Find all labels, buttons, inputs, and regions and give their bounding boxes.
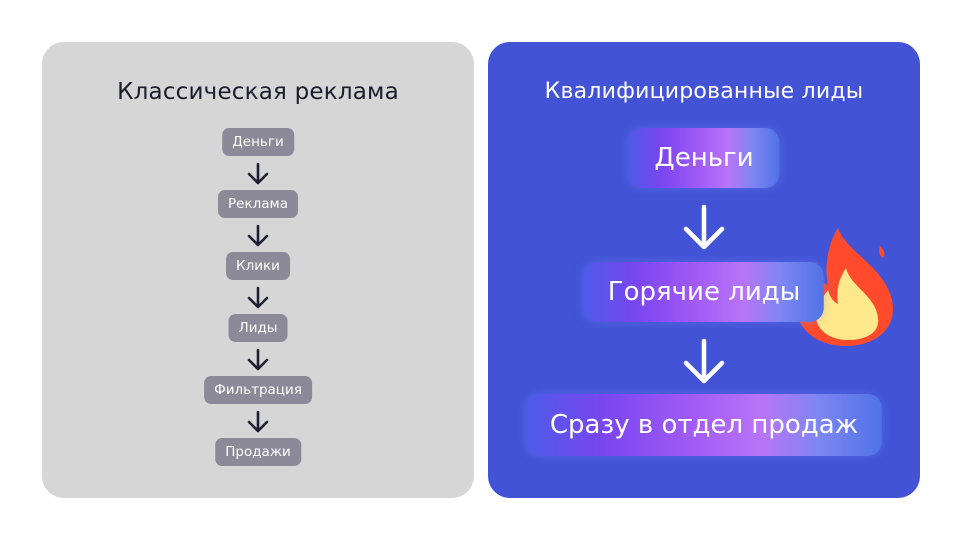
step-money-highlight: Деньги [628, 128, 780, 188]
arrow-down-icon [247, 286, 269, 309]
qualified-leads-panel: Квалифицированные лиды Деньги Горячие ли… [488, 42, 920, 498]
step-money: Деньги [222, 128, 294, 156]
qualified-leads-title: Квалифицированные лиды [544, 79, 864, 104]
arrow-down-icon [247, 224, 269, 247]
step-hot-leads: Горячие лиды [583, 262, 825, 322]
step-direct-to-sales: Сразу в отдел продаж [525, 394, 883, 456]
step-filtering: Фильтрация [204, 376, 312, 404]
arrow-down-icon [683, 204, 725, 250]
arrow-down-icon [247, 162, 269, 185]
step-clicks: Клики [226, 252, 290, 280]
step-leads: Лиды [228, 314, 288, 342]
arrow-down-icon [683, 338, 725, 384]
classic-ads-panel: Классическая реклама Деньги Реклама Клик… [42, 42, 474, 498]
arrow-down-icon [247, 348, 269, 371]
arrow-down-icon [247, 410, 269, 433]
step-ads: Реклама [218, 190, 298, 218]
step-sales: Продажи [215, 438, 301, 466]
classic-ads-title: Классическая реклама [117, 79, 399, 105]
